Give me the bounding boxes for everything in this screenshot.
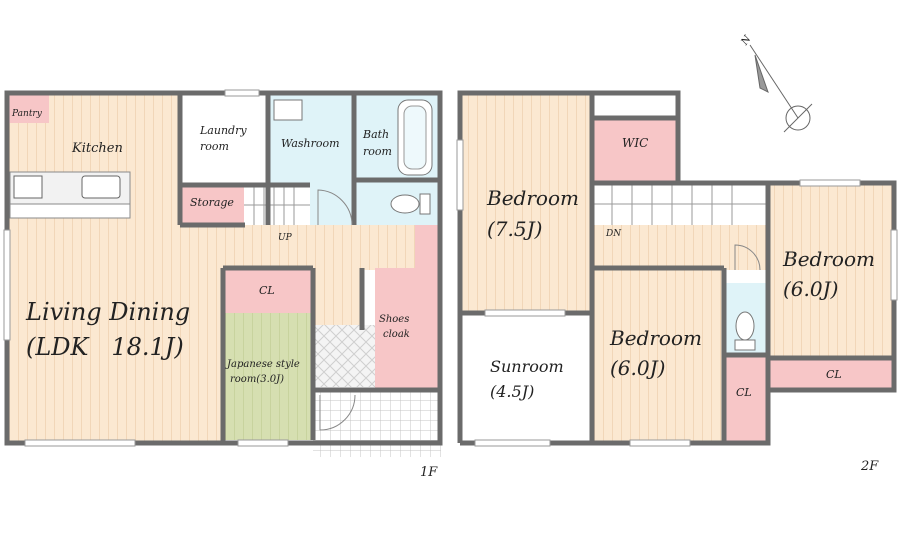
closet-1f-floor: [223, 268, 313, 313]
window-2f-1: [484, 309, 566, 317]
bedroom2-floor: [592, 268, 724, 443]
cl-long-label: CL: [826, 368, 842, 381]
bedroom2-label-1: Bedroom: [609, 326, 702, 350]
toilet-1f-icon: [390, 194, 420, 214]
window-2f-6: [890, 229, 898, 301]
japanese-label-2: room(3.0J): [230, 374, 284, 385]
floor-1: Pantry Kitchen Laundry room Washroom Bat…: [3, 89, 443, 480]
stove-icon: [13, 175, 43, 199]
compass-arrow-icon: [754, 54, 769, 93]
toilet-1f-tank: [419, 193, 431, 215]
bedroom3-label-2: (6.0J): [783, 277, 838, 301]
hall-lower-floor: [313, 270, 363, 325]
back-counter: [9, 203, 131, 219]
floor-1-label: 1F: [420, 465, 438, 480]
bath-label-1: Bath: [362, 128, 389, 141]
window-2f-3: [629, 439, 691, 447]
floor-2: WIC Bedroom (7.5J) DN Bedroom (6.0J) Sun…: [456, 90, 898, 474]
laundry-label-2: room: [200, 140, 229, 153]
bedroom3-label-1: Bedroom: [782, 247, 875, 271]
laundry-floor: [180, 93, 268, 185]
bathtub-inner: [403, 105, 427, 170]
laundry-label-1: Laundry: [199, 124, 247, 137]
window-1f-left: [3, 229, 11, 341]
bedroom2-label-2: (6.0J): [610, 356, 665, 380]
dn-label: DN: [605, 229, 622, 239]
storage-floor: [180, 185, 244, 225]
toilet-2f-door-icon: [734, 244, 761, 271]
hall-2f-floor: [592, 225, 768, 270]
wic-pink: [594, 118, 676, 182]
wic-label: WIC: [622, 136, 648, 150]
bath-label-2: room: [363, 145, 392, 158]
washroom-door-icon: [317, 189, 353, 226]
ldk-label-2: (LDK 18.1J): [26, 333, 184, 361]
washroom-label: Washroom: [281, 137, 340, 150]
bedroom3-floor: [768, 183, 894, 358]
sunroom-floor: [460, 313, 592, 443]
porch: [313, 392, 441, 457]
toilet-2f-tank: [734, 339, 756, 351]
kitchen-label: Kitchen: [71, 141, 123, 156]
sunroom-label-2: (4.5J): [490, 382, 534, 401]
washbasin-icon: [273, 99, 303, 121]
bedroom1-floor: [460, 93, 592, 313]
up-label: UP: [278, 233, 293, 243]
shoes-label-2: cloak: [383, 329, 410, 340]
window-2f-4: [799, 179, 861, 187]
shoes-cloak-floor: [375, 268, 415, 388]
cl-1f-label: CL: [259, 284, 275, 297]
stairs-2f: [592, 183, 768, 225]
window-2f-5: [456, 139, 464, 211]
walls-2f: [457, 90, 897, 446]
cl-long-floor: [768, 358, 894, 390]
compass: N: [739, 33, 813, 133]
cl-small-label: CL: [736, 386, 752, 399]
toilet-2f-icon: [735, 311, 755, 341]
sink-icon: [81, 175, 121, 199]
entry-door-icon: [319, 394, 356, 431]
ldk-label-1: Living Dining: [25, 298, 190, 326]
pantry-floor: [7, 93, 49, 123]
pantry-label: Pantry: [11, 109, 43, 119]
cl-small-floor: [724, 355, 768, 443]
sunroom-label-1: Sunroom: [490, 357, 564, 376]
compass-needle: [749, 44, 799, 119]
stairs-1f: [244, 185, 310, 225]
shoes-label-1: Shoes: [379, 314, 409, 325]
compass-circle: [785, 105, 811, 131]
hall-right-floor: [415, 225, 440, 390]
hall-floor: [223, 225, 440, 270]
window-1f-top: [224, 89, 260, 97]
japanese-label-1: Japanese style: [225, 359, 300, 370]
window-1f-bottom: [24, 439, 136, 447]
window-1f-japanese: [237, 439, 289, 447]
entry-floor: [313, 325, 375, 387]
window-2f-2: [474, 439, 551, 447]
compass-n-label: N: [739, 33, 754, 48]
bedroom1-label-2: (7.5J): [487, 217, 542, 241]
storage-label: Storage: [190, 196, 234, 209]
floor-2-label: 2F: [860, 459, 879, 474]
japanese-room-floor: [223, 313, 313, 440]
bedroom1-label-1: Bedroom: [486, 186, 579, 210]
